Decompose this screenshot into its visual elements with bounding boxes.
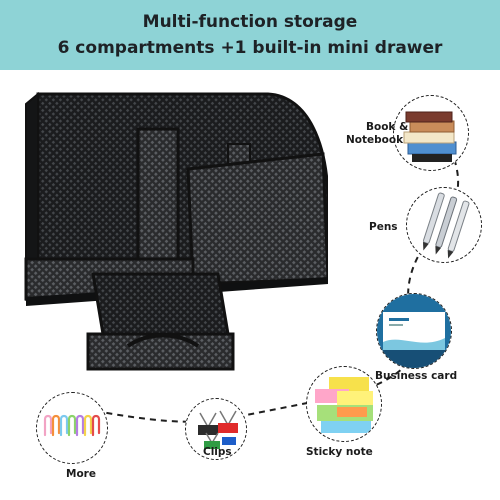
mesh-desk-organizer-image <box>24 91 328 371</box>
clips-circle <box>185 398 247 460</box>
paper-clips-icon <box>43 414 101 437</box>
book-label-line-1: Book & <box>366 121 409 133</box>
subheadline: 6 compartments +1 built-in mini drawer <box>57 38 443 58</box>
sticky-note-circle <box>306 366 382 442</box>
sticky-note-icon <box>315 377 373 433</box>
binder-clips-icon <box>198 410 238 449</box>
clips-label: Clips <box>203 446 232 458</box>
business-card-label: Business card <box>375 370 458 382</box>
pens-label: Pens <box>369 221 398 233</box>
more-label: More <box>66 468 96 480</box>
header-banner: Multi-function storage 6 compartments +1… <box>0 0 500 70</box>
book-notebook-circle <box>393 95 469 171</box>
more-circle <box>36 392 108 464</box>
business-card-circle <box>376 293 452 369</box>
book-label-line-2: Notebook <box>346 134 404 146</box>
pens-circle <box>406 187 482 263</box>
pens-icon <box>422 192 470 259</box>
book-stack-icon <box>403 111 457 162</box>
headline: Multi-function storage <box>142 12 358 32</box>
business-card-icon <box>377 294 451 368</box>
sticky-note-label: Sticky note <box>306 446 373 458</box>
